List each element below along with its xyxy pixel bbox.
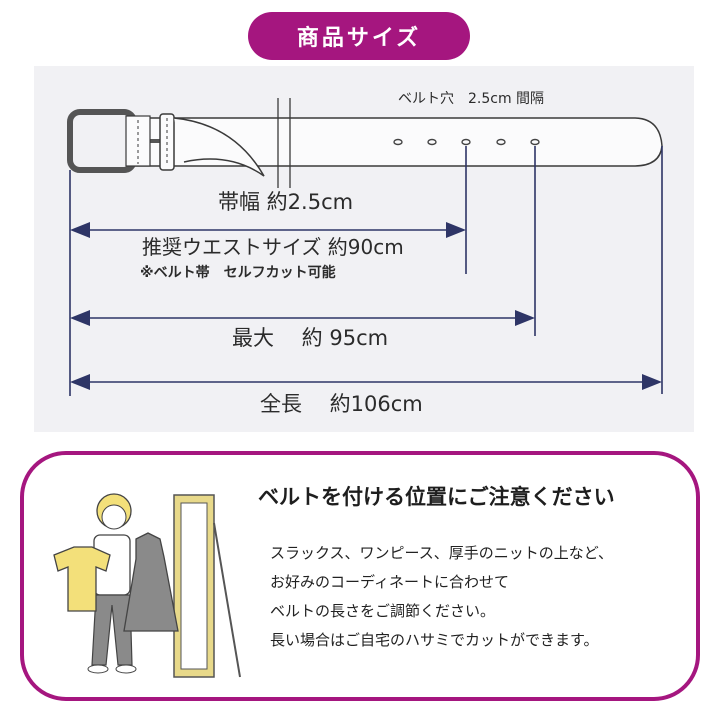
caution-line: 長い場合はご自宅のハサミでカットができます。 — [270, 631, 599, 649]
belt-hole-2 — [427, 138, 437, 146]
person-icon — [87, 493, 137, 674]
belt-hole-5 — [530, 138, 540, 146]
section-title-pill: 商品サイズ — [248, 12, 470, 60]
max-arrow — [70, 310, 535, 326]
caution-title: ベルトを付ける位置にご注意ください — [258, 485, 615, 509]
caution-line: スラックス、ワンピース、厚手のニットの上など、 — [270, 544, 614, 562]
dressing-person-illustration — [53, 493, 241, 678]
belt-hole-3 — [461, 138, 471, 146]
dress-icon — [123, 532, 179, 632]
caution-panel: ベルトを付ける位置にご注意ください スラックス、ワンピース、厚手のニットの上など… — [20, 451, 700, 701]
waist-label: 推奨ウエストサイズ 約90cm — [142, 235, 404, 259]
self-cut-note: ※ベルト帯 セルフカット可能 — [140, 265, 336, 281]
shirt-icon — [53, 546, 111, 612]
buckle-frame — [67, 109, 137, 173]
belt-illustration — [67, 98, 663, 396]
total-arrow — [70, 374, 662, 390]
belt-hole-1 — [393, 138, 403, 146]
strap-curl — [173, 117, 265, 177]
width-label: 帯幅 約2.5cm — [218, 190, 354, 214]
section-title: 商品サイズ — [296, 26, 422, 51]
mirror-icon — [173, 494, 241, 678]
max-length-label: 最大 約 95cm — [232, 326, 389, 350]
caution-text: スラックス、ワンピース、厚手のニットの上など、 お好みのコーディネートに合わせて… — [270, 539, 613, 655]
belt-hole-4 — [496, 138, 506, 146]
belt-size-diagram: ベルト穴 2.5cm 間隔 帯幅 約2.5cm 推奨ウエストサイズ 約90cm … — [34, 66, 694, 432]
caution-line: お好みのコーディネートに合わせて — [270, 573, 509, 591]
waist-arrow — [70, 222, 466, 238]
caution-line: ベルトの長さをご調節ください。 — [270, 602, 496, 620]
total-length-label: 全長 約106cm — [260, 392, 423, 416]
hole-spacing-label: ベルト穴 2.5cm 間隔 — [398, 91, 545, 107]
